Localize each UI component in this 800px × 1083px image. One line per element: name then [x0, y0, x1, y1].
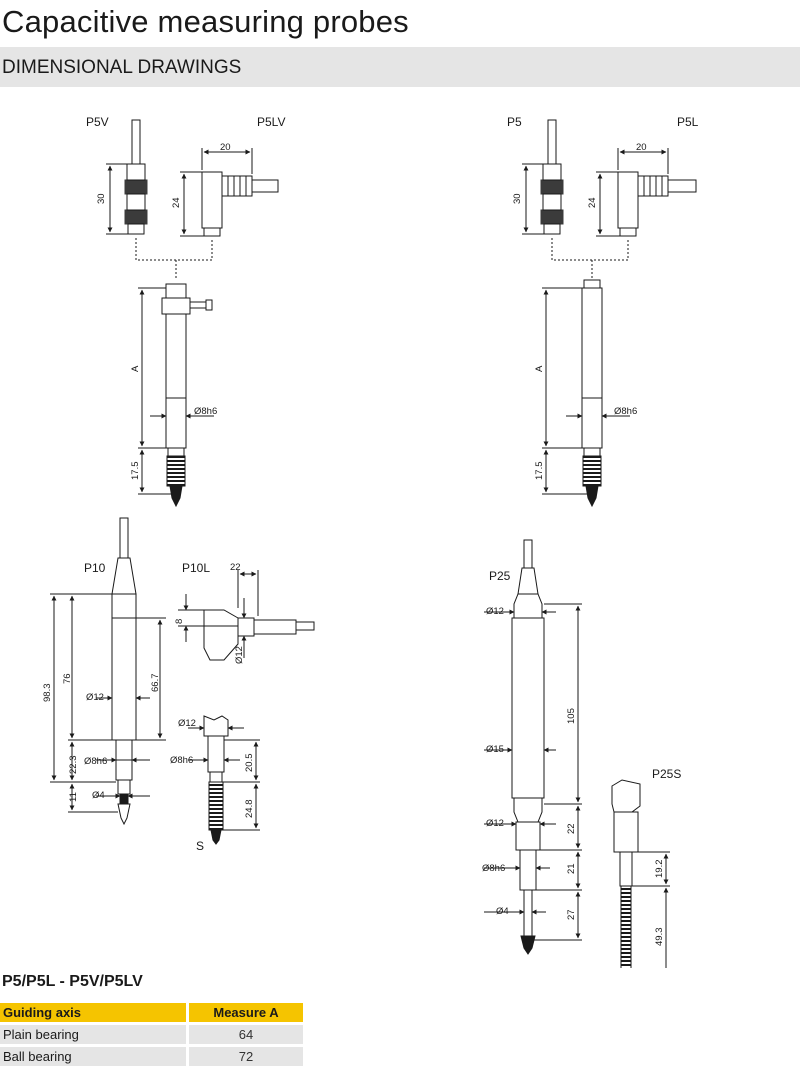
dim-width: 20	[220, 142, 231, 153]
p5v-connector-drawing	[106, 119, 148, 235]
table-cell: Ball bearing	[0, 1047, 186, 1066]
label-p5l: P5L	[677, 115, 699, 129]
dim-height: 30	[512, 193, 523, 204]
dim-diameter: Ø15	[486, 744, 504, 755]
drawing-p10	[50, 517, 166, 826]
dim-diameter: Ø12	[486, 606, 504, 617]
dim-height: 30	[96, 193, 107, 204]
dim-length: 105	[566, 708, 577, 724]
section-header-bar: DIMENSIONAL DRAWINGS	[0, 47, 800, 87]
dim-height: 24	[587, 197, 598, 208]
dim-length: 20.5	[244, 754, 255, 773]
p5-connector-drawing	[522, 119, 564, 235]
label-p10l: P10L	[182, 561, 210, 575]
table-header-row: Guiding axis Measure A	[0, 1003, 303, 1022]
dim-length: 76	[62, 673, 73, 684]
p5l-connector-drawing	[596, 148, 697, 237]
dim-height: 24	[171, 197, 182, 208]
dim-width: 20	[636, 142, 647, 153]
dim-diameter: Ø12	[486, 818, 504, 829]
dim-length: 17.5	[130, 462, 141, 481]
dim-length: 17.5	[534, 462, 545, 481]
dim-length: 66.7	[150, 674, 161, 693]
drawing-p25s	[611, 779, 670, 968]
dim-measure-a: A	[130, 365, 141, 372]
table-title: P5/P5L - P5V/P5LV	[2, 973, 143, 990]
drawing-s-variant	[188, 715, 260, 845]
table-row: Ball bearing 72	[0, 1047, 303, 1066]
dim-diameter: Ø4	[496, 906, 509, 917]
dim-length: 11	[68, 792, 79, 802]
table-header-guiding-axis: Guiding axis	[0, 1003, 186, 1022]
page-title: Capacitive measuring probes	[2, 4, 409, 39]
p5lv-connector-drawing	[180, 148, 279, 237]
dimensional-drawings: P5V P5LV P5 P5L P10 P10L S P25 P25S 20 3…	[42, 115, 699, 968]
dim-diameter: Ø8h6	[194, 406, 217, 417]
label-p5v: P5V	[86, 115, 109, 129]
label-p10: P10	[84, 561, 106, 575]
section-title: DIMENSIONAL DRAWINGS	[2, 57, 242, 78]
dim-height: 8	[174, 619, 185, 624]
dim-length: 19.2	[654, 860, 665, 879]
table-cell: 72	[189, 1047, 303, 1066]
dim-diameter: Ø8h6	[84, 756, 107, 767]
p5-probe-body-right	[542, 279, 630, 508]
dim-diameter: Ø8h6	[482, 863, 505, 874]
dim-diameter: Ø12	[86, 692, 104, 703]
label-p25: P25	[489, 569, 511, 583]
dim-diameter: Ø12	[234, 646, 245, 664]
dim-length: 21	[566, 863, 577, 874]
dim-length: 22	[566, 823, 577, 834]
label-p25s: P25S	[652, 767, 681, 781]
dimension-values: 20 30 24 A Ø8h6 17.5 20 30 24 A Ø8h6 17.…	[42, 142, 665, 946]
table-header-measure-a: Measure A	[189, 1003, 303, 1022]
p5-probe-body-left	[138, 283, 214, 508]
measure-table: Guiding axis Measure A Plain bearing 64 …	[0, 1000, 303, 1069]
drawing-p5v-p5lv	[106, 119, 279, 508]
dim-length: 98.3	[42, 684, 53, 703]
dim-length: 27	[566, 909, 577, 920]
label-s: S	[196, 839, 204, 853]
dim-width: 22	[230, 562, 241, 573]
dim-diameter: Ø12	[178, 718, 196, 729]
dim-diameter: Ø4	[92, 790, 105, 801]
dim-diameter: Ø8h6	[170, 755, 193, 766]
label-p5lv: P5LV	[257, 115, 285, 129]
drawing-labels: P5V P5LV P5 P5L P10 P10L S P25 P25S	[84, 115, 699, 853]
drawing-p5-p5l	[522, 119, 697, 508]
table-cell: Plain bearing	[0, 1025, 186, 1044]
table-cell: 64	[189, 1025, 303, 1044]
label-p5: P5	[507, 115, 522, 129]
dim-measure-a: A	[534, 365, 545, 372]
table-row: Plain bearing 64	[0, 1025, 303, 1044]
dim-length: 22.3	[68, 756, 79, 775]
dim-length: 49.3	[654, 928, 665, 947]
drawing-p25	[484, 539, 582, 955]
dim-length: 24.8	[244, 800, 255, 819]
dim-diameter: Ø8h6	[614, 406, 637, 417]
drawing-p10l	[178, 570, 315, 661]
